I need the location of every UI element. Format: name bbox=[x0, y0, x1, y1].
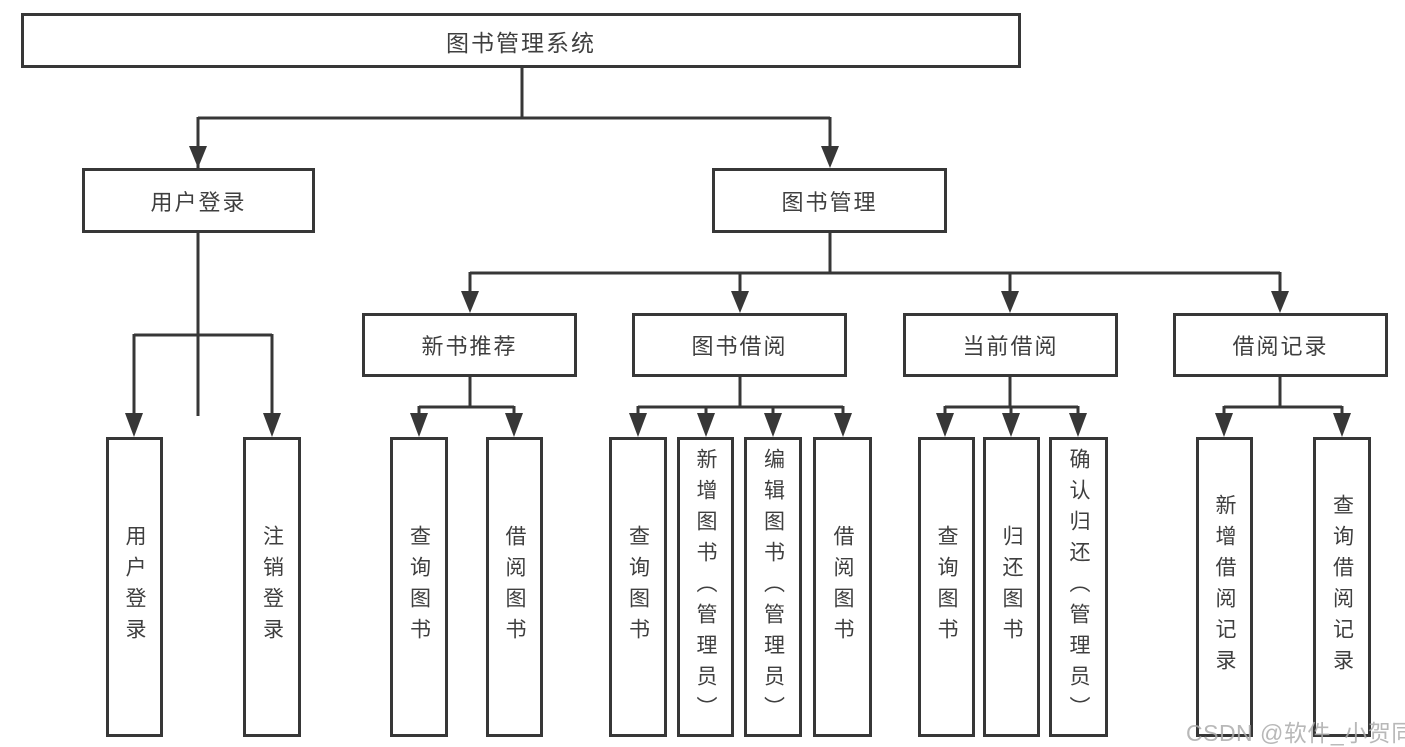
arrow-icon bbox=[1001, 291, 1019, 313]
arrow-icon bbox=[834, 413, 852, 437]
node-book-management: 图书管理 bbox=[712, 168, 947, 233]
node-label: 新增借阅记录 bbox=[1213, 494, 1236, 680]
node-label: 用户登录 bbox=[123, 525, 146, 649]
leaf-query-borrow-record: 查询借阅记录 bbox=[1313, 437, 1371, 737]
leaf-logout: 注销登录 bbox=[243, 437, 301, 737]
arrow-icon bbox=[697, 413, 715, 437]
node-label: 查询图书 bbox=[407, 525, 431, 649]
arrow-icon bbox=[1002, 413, 1020, 437]
node-label: 注销登录 bbox=[260, 525, 284, 649]
arrow-icon bbox=[263, 413, 281, 437]
leaf-query-books-current: 查询图书 bbox=[918, 437, 975, 737]
node-user-login-branch: 用户登录 bbox=[82, 168, 315, 233]
arrow-icon bbox=[1069, 413, 1087, 437]
leaf-borrow-books-recommend: 借阅图书 bbox=[486, 437, 543, 737]
node-label: 用户登录 bbox=[150, 189, 247, 215]
node-label: 图书借阅 bbox=[691, 334, 788, 359]
arrow-icon bbox=[629, 413, 647, 437]
node-new-book-recommend: 新书推荐 bbox=[362, 313, 577, 377]
edge-level3-to-leaves bbox=[417, 375, 1344, 419]
leaf-borrow-books: 借阅图书 bbox=[813, 437, 872, 737]
edge-level2-and-level3 bbox=[132, 118, 1282, 419]
arrow-icon bbox=[1333, 413, 1351, 437]
arrow-icon bbox=[189, 146, 207, 168]
node-label: 借阅图书 bbox=[503, 525, 526, 649]
edge-root-to-level2 bbox=[196, 66, 832, 416]
csdn-watermark: CSDN @软件_小贺同学 bbox=[1186, 720, 1405, 746]
leaf-add-borrow-record: 新增借阅记录 bbox=[1196, 437, 1253, 737]
node-label: 确认归还（管理员） bbox=[1067, 447, 1090, 727]
leaf-add-books-admin: 新增图书（管理员） bbox=[677, 437, 734, 737]
arrow-icon bbox=[1271, 291, 1289, 313]
arrow-icon bbox=[936, 413, 954, 437]
node-label: 新增图书（管理员） bbox=[694, 447, 717, 727]
arrow-icon bbox=[410, 413, 428, 437]
node-label: 借阅图书 bbox=[831, 525, 854, 649]
arrow-icon bbox=[461, 291, 479, 313]
arrow-icon bbox=[821, 146, 839, 168]
node-label: 查询图书 bbox=[626, 525, 650, 649]
node-label: 图书管理系统 bbox=[446, 29, 596, 56]
tree-edges bbox=[132, 66, 1344, 419]
arrow-icon bbox=[764, 413, 782, 437]
leaf-query-books-recommend: 查询图书 bbox=[390, 437, 448, 737]
arrowheads bbox=[125, 146, 1351, 437]
leaf-return-books: 归还图书 bbox=[983, 437, 1040, 737]
node-label: 查询借阅记录 bbox=[1330, 494, 1354, 680]
node-label: 查询图书 bbox=[935, 525, 958, 649]
leaf-query-books-borrowing: 查询图书 bbox=[609, 437, 667, 737]
node-label: 当前借阅 bbox=[962, 334, 1059, 359]
leaf-user-login: 用户登录 bbox=[106, 437, 163, 737]
node-label: 图书管理 bbox=[781, 189, 878, 215]
leaf-edit-books-admin: 编辑图书（管理员） bbox=[744, 437, 802, 737]
node-label: 新书推荐 bbox=[421, 334, 518, 359]
arrow-icon bbox=[731, 291, 749, 313]
node-label: 归还图书 bbox=[1000, 525, 1023, 649]
arrow-icon bbox=[125, 413, 143, 437]
node-label: 借阅记录 bbox=[1232, 334, 1329, 359]
arrow-icon bbox=[1215, 413, 1233, 437]
node-book-borrowing: 图书借阅 bbox=[632, 313, 847, 377]
node-label: 编辑图书（管理员） bbox=[761, 447, 785, 727]
node-library-management-system: 图书管理系统 bbox=[21, 13, 1021, 68]
node-current-borrowing: 当前借阅 bbox=[903, 313, 1118, 377]
node-borrowing-records: 借阅记录 bbox=[1173, 313, 1388, 377]
leaf-confirm-return-admin: 确认归还（管理员） bbox=[1049, 437, 1108, 737]
arrow-icon bbox=[505, 413, 523, 437]
